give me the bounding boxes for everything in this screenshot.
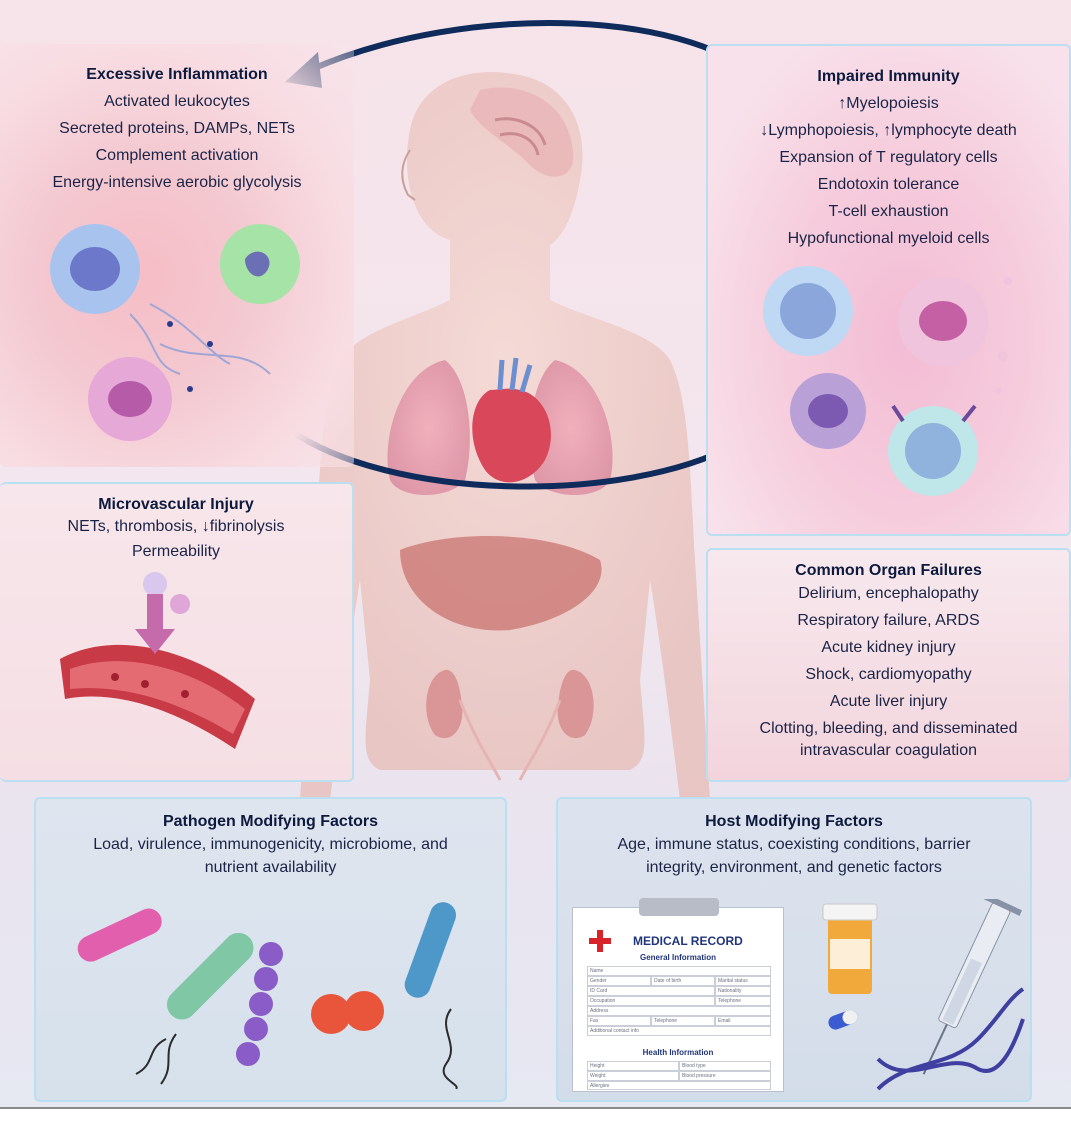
blood-vessel-illustration: [60, 572, 255, 749]
panel-impaired-immunity: Impaired Immunity ↑Myelopoiesis ↓Lymphop…: [706, 44, 1071, 536]
immunity-line: T-cell exhaustion: [828, 203, 949, 220]
microvascular-line: NETs, thrombosis, ↓fibrinolysis: [67, 518, 285, 535]
medical-record-sheet: MEDICAL RECORD General Information Name …: [572, 898, 784, 1092]
clipboard-clip-icon: [639, 898, 719, 916]
field-nationality: Nationality: [715, 986, 771, 996]
host-title: Host Modifying Factors: [705, 813, 883, 830]
panel-common-organ-failures: Common Organ Failures Delirium, encephal…: [706, 548, 1071, 782]
panel-host-modifying-factors: Host Modifying Factors Age, immune statu…: [556, 797, 1032, 1102]
field-dob: Date of birth: [651, 976, 715, 986]
pill-capsule-icon: [828, 1010, 858, 1030]
field-allergies: Allergies: [587, 1081, 771, 1090]
organ-failure-line: Delirium, encephalopathy: [798, 585, 979, 602]
field-telephone: Telephone: [715, 996, 771, 1006]
inflammation-line: Secreted proteins, DAMPs, NETs: [59, 120, 295, 137]
immunity-cells-illustration: [763, 266, 1012, 496]
page-bottom-border: [0, 1107, 1071, 1123]
general-information-heading: General Information: [639, 953, 716, 962]
inflammation-line: Activated leukocytes: [104, 93, 250, 110]
field-id-card: ID Card: [587, 986, 715, 996]
field-address: Address: [587, 1006, 771, 1016]
immunity-line: Expansion of T regulatory cells: [779, 149, 998, 166]
inflammation-line: Complement activation: [95, 147, 259, 164]
arrow-to-inflammation: [308, 20, 773, 91]
field-email: Email: [715, 1016, 771, 1026]
organ-failure-line: Clotting, bleeding, and disseminated: [759, 720, 1018, 737]
field-weight: Weight: [587, 1071, 679, 1081]
inflammation-cells-illustration: [50, 224, 300, 441]
field-gender: Gender: [587, 976, 651, 986]
medical-record-title: MEDICAL RECORD: [633, 934, 743, 948]
human-body-illustration: [300, 72, 710, 800]
immunity-title: Impaired Immunity: [817, 68, 960, 85]
microvascular-title: Microvascular Injury: [98, 496, 254, 513]
field-blood-type: Blood type: [679, 1061, 771, 1071]
immunity-line: Hypofunctional myeloid cells: [787, 230, 990, 247]
panel-excessive-inflammation: Excessive Inflammation Activated leukocy…: [0, 44, 354, 467]
organ-failure-line: Acute kidney injury: [821, 639, 956, 656]
pathogen-title: Pathogen Modifying Factors: [162, 813, 379, 830]
panel-microvascular-injury: Microvascular Injury NETs, thrombosis, ↓…: [0, 482, 354, 782]
arrow-to-immunity: [288, 427, 737, 490]
field-marital: Marital status: [715, 976, 771, 986]
organ-failure-line: intravascular coagulation: [800, 742, 977, 759]
field-telephone-2: Telephone: [651, 1016, 715, 1026]
host-line: integrity, environment, and genetic fact…: [646, 859, 942, 876]
inflammation-title: Excessive Inflammation: [86, 66, 268, 83]
immunity-line: ↑Myelopoiesis: [838, 95, 939, 112]
immunity-line: Endotoxin tolerance: [817, 176, 960, 193]
inflammation-line: Energy-intensive aerobic glycolysis: [52, 174, 302, 191]
field-height: Height: [587, 1061, 679, 1071]
pills-syringe-dna-illustration: [822, 899, 1025, 1091]
organ-failures-title: Common Organ Failures: [795, 562, 982, 579]
field-name: Name: [587, 966, 771, 976]
immunity-line: ↓Lymphopoiesis, ↑lymphocyte death: [760, 122, 1017, 139]
red-cross-icon: [589, 930, 611, 952]
field-occupation: Occupation: [587, 996, 715, 1006]
field-fax: Fax: [587, 1016, 651, 1026]
health-information-heading: Health Information: [642, 1048, 714, 1057]
host-line: Age, immune status, coexisting condition…: [617, 836, 971, 853]
microvascular-line: Permeability: [131, 543, 221, 560]
organ-failure-line: Acute liver injury: [829, 693, 948, 710]
field-additional-contact: Additional contact info: [587, 1026, 771, 1036]
panel-pathogen-modifying-factors: Pathogen Modifying Factors Load, virulen…: [34, 797, 507, 1102]
dna-icon: [876, 987, 1025, 1091]
organ-failure-line: Respiratory failure, ARDS: [797, 612, 980, 629]
pathogens-illustration: [77, 902, 458, 1089]
field-blood-pressure: Blood pressure: [679, 1071, 771, 1081]
organ-failure-line: Shock, cardiomyopathy: [805, 666, 972, 683]
syringe-icon: [922, 899, 1023, 1075]
pathogen-line: Load, virulence, immunogenicity, microbi…: [93, 836, 448, 853]
pathogen-line: nutrient availability: [204, 859, 337, 876]
